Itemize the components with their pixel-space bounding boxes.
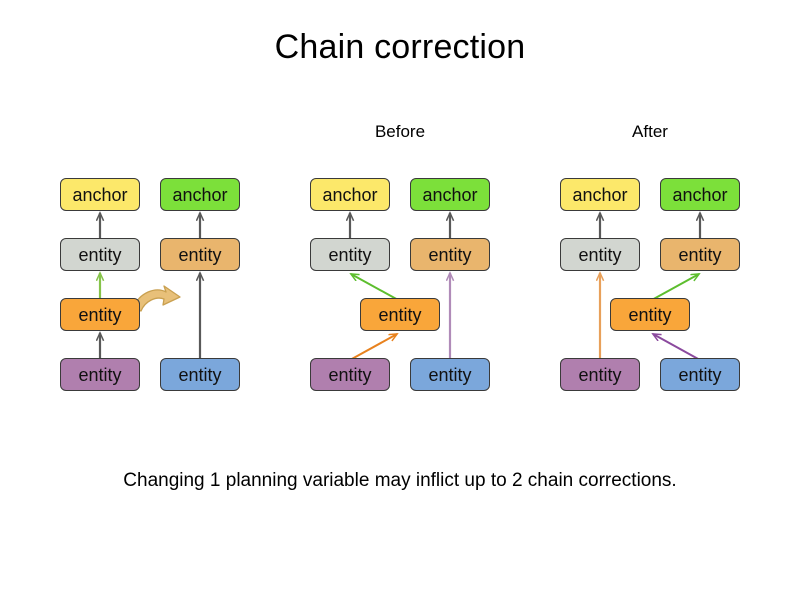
node-p2-entity-purple[interactable]: entity [310, 358, 390, 391]
node-p3-entity-purple[interactable]: entity [560, 358, 640, 391]
arrow-p3-orange-to-tan [649, 274, 699, 302]
node-p1-entity-purple[interactable]: entity [60, 358, 140, 391]
node-p1-anchor-right[interactable]: anchor [160, 178, 240, 211]
node-p1-entity-blue[interactable]: entity [160, 358, 240, 391]
node-p2-entity-blue[interactable]: entity [410, 358, 490, 391]
node-p2-anchor-left[interactable]: anchor [310, 178, 390, 211]
node-p3-entity-tan[interactable]: entity [660, 238, 740, 271]
node-p3-anchor-right[interactable]: anchor [660, 178, 740, 211]
page-title: Chain correction [274, 28, 526, 66]
move-arrow-icon [133, 285, 181, 312]
node-p1-entity-grey[interactable]: entity [60, 238, 140, 271]
node-p3-entity-blue[interactable]: entity [660, 358, 740, 391]
node-p1-anchor-left[interactable]: anchor [60, 178, 140, 211]
node-p3-entity-orange[interactable]: entity [610, 298, 690, 331]
node-p2-entity-grey[interactable]: entity [310, 238, 390, 271]
panel-label-after: After [632, 122, 668, 141]
node-p2-entity-tan[interactable]: entity [410, 238, 490, 271]
node-p2-entity-orange[interactable]: entity [360, 298, 440, 331]
node-p2-anchor-right[interactable]: anchor [410, 178, 490, 211]
arrow-p2-purple-to-orange [349, 334, 397, 361]
node-p1-entity-orange[interactable]: entity [60, 298, 140, 331]
arrow-p3-blue-to-orange [653, 334, 701, 361]
node-p3-entity-grey[interactable]: entity [560, 238, 640, 271]
caption-text: Changing 1 planning variable may inflict… [123, 470, 677, 491]
node-p1-entity-tan[interactable]: entity [160, 238, 240, 271]
node-p3-anchor-left[interactable]: anchor [560, 178, 640, 211]
arrow-p2-orange-to-grey [351, 274, 401, 302]
panel-label-before: Before [374, 122, 426, 141]
